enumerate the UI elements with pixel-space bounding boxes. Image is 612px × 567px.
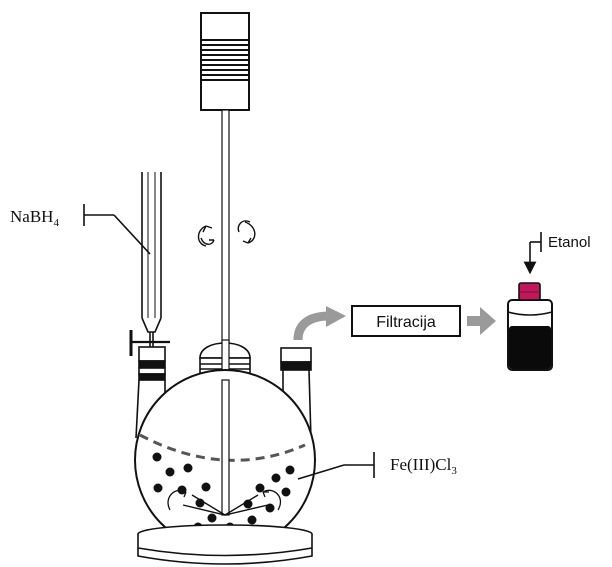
curved-grey-arrow — [293, 306, 346, 341]
left-neck — [135, 346, 166, 439]
fecl3-label-group: Fe(III)Cl3 — [297, 452, 457, 480]
vial — [507, 282, 553, 371]
fecl3-subscript: 3 — [451, 465, 457, 477]
rotation-arrows-icon — [197, 220, 256, 247]
nabh4-label: NaBH — [10, 207, 53, 226]
stirrer-base — [137, 524, 313, 565]
etanol-label: Etanol — [548, 234, 591, 251]
right-neck — [280, 347, 312, 441]
etanol-label-group: Etanol — [523, 232, 591, 275]
svg-text:NaBH4: NaBH4 — [10, 207, 59, 229]
stirrer-motor — [200, 12, 250, 111]
svg-text:Fe(III)Cl3: Fe(III)Cl3 — [390, 455, 457, 477]
nabh4-label-group: NaBH4 — [10, 204, 151, 255]
dropping-funnel — [129, 172, 170, 356]
round-bottom-flask — [134, 369, 316, 551]
filtration-box: Filtracija — [351, 305, 461, 337]
nabh4-subscript: 4 — [53, 217, 59, 229]
filtration-label: Filtracija — [376, 314, 436, 331]
fecl3-label: Fe(III)Cl — [390, 455, 452, 474]
straight-grey-arrow — [467, 307, 496, 335]
